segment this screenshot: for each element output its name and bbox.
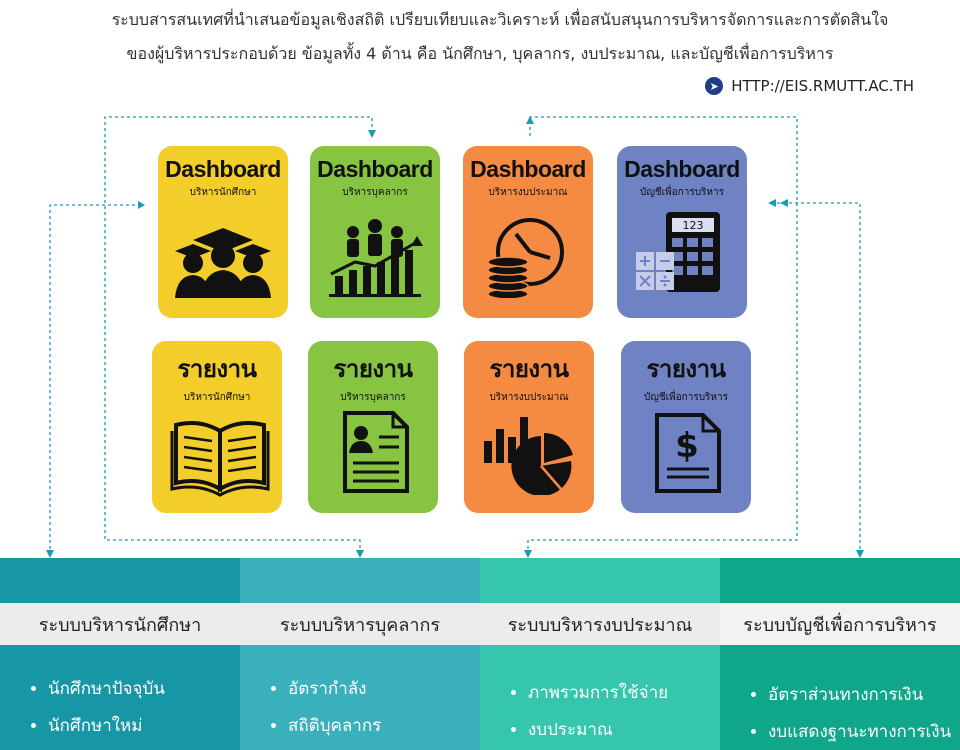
clock-coins-icon xyxy=(487,218,564,298)
graduates-icon xyxy=(175,228,271,298)
tile-subtitle: บริหารบุคลากร xyxy=(342,187,408,198)
system-title: ระบบบริหารบุคลากร xyxy=(240,603,480,645)
tile-subtitle: บัญชีเพื่อการบริหาร xyxy=(639,187,724,198)
tile-report-student[interactable]: รายงาน บริหารนักศึกษา xyxy=(152,341,282,513)
arrowhead xyxy=(356,550,364,558)
chevron-right-icon: ➤ xyxy=(705,77,724,95)
arrowhead xyxy=(856,550,864,558)
tile-title: รายงาน xyxy=(646,356,726,383)
system-band xyxy=(480,558,720,603)
tile-title: Dashboard xyxy=(317,156,433,182)
list-item[interactable]: นักศึกษาปัจจุบัน xyxy=(48,675,240,702)
tile-subtitle: บริหารงบประมาณ xyxy=(488,187,568,198)
tile-subtitle: บริหารบุคลากร xyxy=(340,392,406,403)
list-item[interactable]: นักศึกษาใหม่ xyxy=(48,712,240,739)
connector-budget xyxy=(527,116,798,555)
growth-chart-people-icon xyxy=(329,219,423,297)
system-title: ระบบบริหารนักศึกษา xyxy=(0,603,240,645)
arrowhead xyxy=(768,199,776,207)
tile-title: รายงาน xyxy=(177,356,257,383)
list-item[interactable]: ภาพรวมการใช้จ่าย xyxy=(528,679,720,706)
tile-subtitle: บริหารงบประมาณ xyxy=(489,392,569,403)
list-item[interactable]: อัตรากำลัง xyxy=(288,675,480,702)
bar-pie-chart-icon xyxy=(484,417,573,495)
system-personnel[interactable]: ระบบบริหารบุคลากร อัตรากำลัง สถิติบุคลาก… xyxy=(240,558,480,750)
arrowhead xyxy=(138,201,145,209)
system-title: ระบบบัญชีเพื่อการบริหาร xyxy=(720,603,960,645)
systems-section: ระบบบริหารนักศึกษา นักศึกษาปัจจุบัน นักศ… xyxy=(0,558,960,750)
tile-report-budget[interactable]: รายงาน บริหารงบประมาณ xyxy=(464,341,594,513)
system-student[interactable]: ระบบบริหารนักศึกษา นักศึกษาปัจจุบัน นักศ… xyxy=(0,558,240,750)
intro-line-2: ของผู้บริหารประกอบด้วย ข้อมูลทั้ง 4 ด้าน… xyxy=(126,44,834,63)
tile-dashboard-student[interactable]: Dashboard บริหารนักศึกษา xyxy=(158,146,288,318)
tile-subtitle: บริหารนักศึกษา xyxy=(183,392,251,403)
tile-report-accounting[interactable]: รายงาน บัญชีเพื่อการบริหาร $ xyxy=(621,341,751,513)
system-band xyxy=(0,558,240,603)
connector-accounting xyxy=(770,202,861,555)
list-item[interactable]: อัตราส่วนทางการเงิน xyxy=(768,681,960,708)
system-band xyxy=(720,558,960,603)
tile-report-personnel[interactable]: รายงาน บริหารบุคลากร xyxy=(308,341,438,513)
tile-subtitle: บริหารนักศึกษา xyxy=(189,187,257,198)
system-budget[interactable]: ระบบบริหารงบประมาณ ภาพรวมการใช้จ่าย งบปร… xyxy=(480,558,720,750)
tile-title: Dashboard xyxy=(165,156,281,182)
tile-title: Dashboard xyxy=(470,156,586,182)
system-items: อัตรากำลัง สถิติบุคลากร xyxy=(240,645,480,750)
system-accounting[interactable]: ระบบบัญชีเพื่อการบริหาร อัตราส่วนทางการเ… xyxy=(720,558,960,750)
arrowhead xyxy=(526,116,534,124)
site-url: HTTP://EIS.RMUTT.AC.TH xyxy=(731,77,914,95)
open-book-icon xyxy=(170,421,270,497)
connector-personnel xyxy=(104,116,373,548)
connector-lines xyxy=(46,116,864,558)
list-item[interactable]: งบประมาณ xyxy=(528,716,720,743)
calculator-display: 123 xyxy=(683,219,704,232)
connector-student xyxy=(49,204,138,555)
tile-dashboard-personnel[interactable]: Dashboard บริหารบุคลากร xyxy=(310,146,440,318)
list-item[interactable]: สถิติบุคลากร xyxy=(288,712,480,739)
invoice-dollar-icon: $ xyxy=(655,413,721,493)
system-items: นักศึกษาปัจจุบัน นักศึกษาใหม่ xyxy=(0,645,240,750)
arrowhead xyxy=(524,550,532,558)
arrowhead xyxy=(368,130,376,138)
system-items: ภาพรวมการใช้จ่าย งบประมาณ xyxy=(480,645,720,750)
resume-document-icon xyxy=(343,411,409,493)
tile-title: รายงาน xyxy=(333,356,413,383)
system-items: อัตราส่วนทางการเงิน งบแสดงฐานะทางการเงิน xyxy=(720,645,960,750)
system-band xyxy=(240,558,480,603)
arrowhead xyxy=(46,550,54,558)
tile-title: รายงาน xyxy=(489,356,569,383)
system-title: ระบบบริหารงบประมาณ xyxy=(480,603,720,645)
calculator-icon: 123 xyxy=(636,212,720,292)
tile-title: Dashboard xyxy=(624,156,740,182)
list-item[interactable]: งบแสดงฐานะทางการเงิน xyxy=(768,718,960,745)
arrowhead xyxy=(780,199,788,207)
intro-line-1: ระบบสารสนเทศที่นำเสนอข้อมูลเชิงสถิติ เปร… xyxy=(111,10,889,29)
tile-dashboard-accounting[interactable]: Dashboard บัญชีเพื่อการบริหาร 123 xyxy=(617,146,747,318)
svg-text:$: $ xyxy=(675,426,699,466)
tile-dashboard-budget[interactable]: Dashboard บริหารงบประมาณ xyxy=(463,146,593,318)
tile-subtitle: บัญชีเพื่อการบริหาร xyxy=(643,392,728,403)
site-link[interactable]: ➤ HTTP://EIS.RMUTT.AC.TH xyxy=(705,77,914,95)
